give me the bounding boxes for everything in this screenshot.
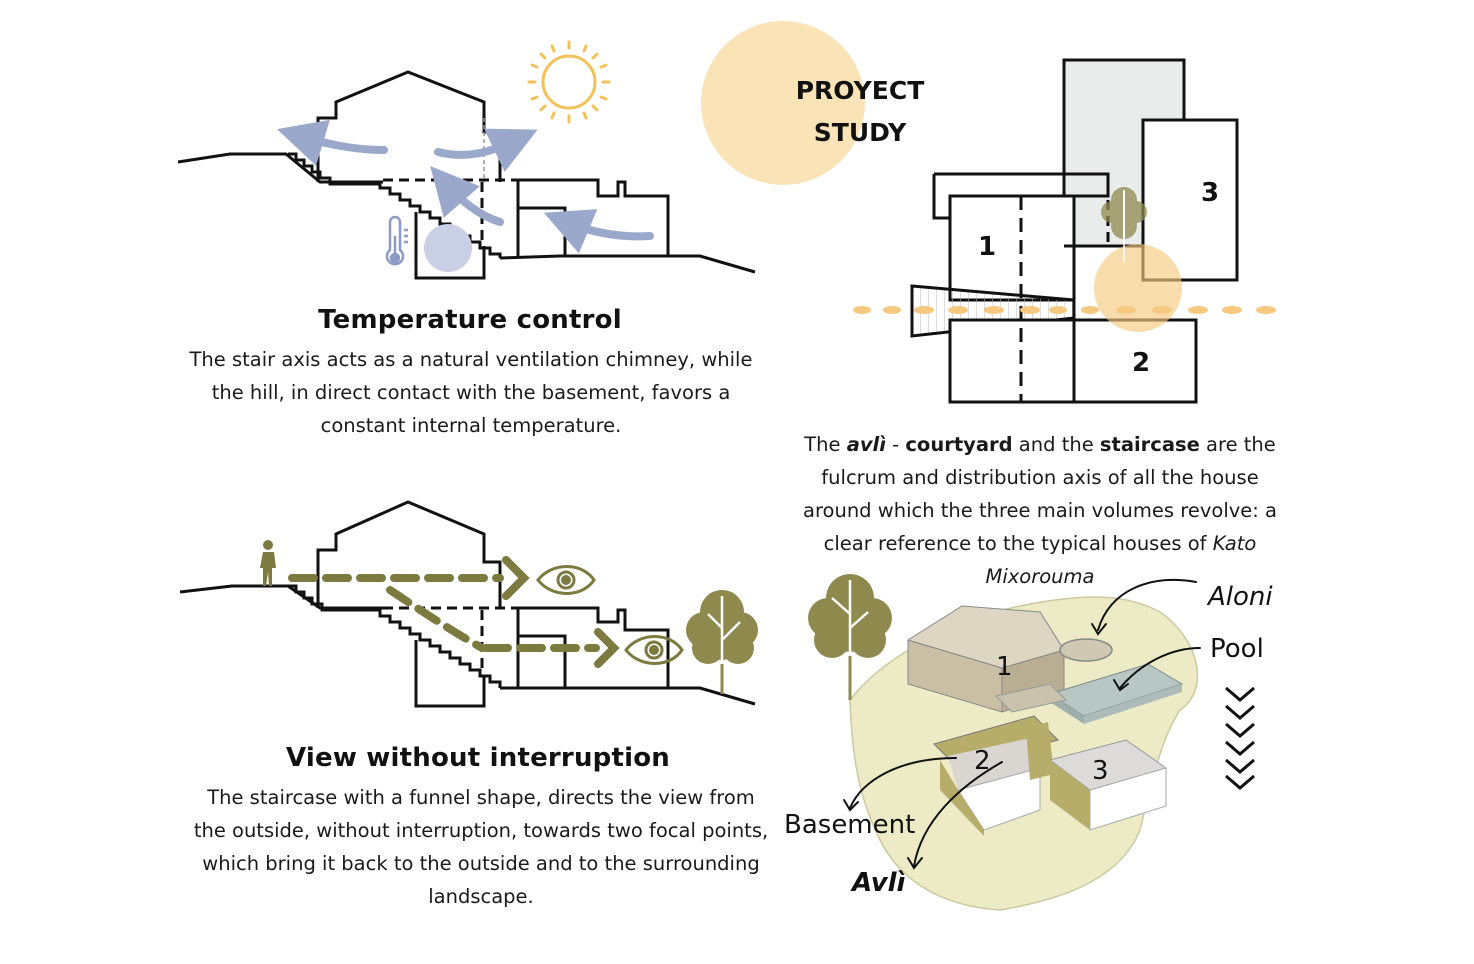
eye-icon bbox=[624, 635, 684, 665]
plan-label-3: 3 bbox=[1201, 178, 1220, 208]
basement-label: Basement bbox=[784, 810, 916, 840]
ventilation-arrows bbox=[277, 119, 654, 254]
plan-label-1: 1 bbox=[978, 232, 997, 262]
courtyard-kato: Kato Mixorouma bbox=[985, 532, 1257, 588]
volume-1 bbox=[948, 194, 1076, 302]
tree-icon bbox=[686, 590, 758, 694]
pool-label: Pool bbox=[1210, 634, 1264, 664]
courtyard-circle bbox=[1094, 244, 1182, 332]
plan-diagram bbox=[853, 58, 1276, 404]
axonometric-diagram bbox=[808, 574, 1255, 911]
aloni-platform bbox=[1059, 638, 1113, 662]
title-disc bbox=[701, 21, 865, 185]
person-icon bbox=[260, 540, 276, 586]
courtyard-text-2: - bbox=[885, 433, 906, 456]
slope-chevrons-icon bbox=[1225, 686, 1255, 790]
courtyard-text-3: and the bbox=[1012, 433, 1100, 456]
courtyard-avli: avlì bbox=[846, 433, 886, 456]
view-heading: View without interruption bbox=[286, 743, 670, 773]
page-title: PROYECT STUDY bbox=[770, 70, 950, 154]
plan-label-2: 2 bbox=[1132, 348, 1151, 378]
tree-icon bbox=[808, 574, 892, 700]
title-line-1: PROYECT bbox=[795, 76, 925, 105]
cool-basement-zone bbox=[424, 224, 472, 272]
axo-label-2: 2 bbox=[974, 746, 991, 776]
axo-label-3: 3 bbox=[1092, 756, 1109, 786]
courtyard-text-4: are the fulcrum and distribution axis of… bbox=[803, 433, 1277, 555]
section-view-drawing bbox=[179, 500, 756, 708]
axo-volume-3 bbox=[1026, 722, 1168, 831]
thermometer-icon bbox=[385, 215, 408, 266]
avli-label: Avlì bbox=[852, 868, 906, 898]
tree-icon bbox=[1101, 187, 1147, 262]
view-arrows bbox=[288, 556, 620, 668]
eye-icon bbox=[536, 565, 596, 595]
courtyard-description: The avlì - courtyard and the staircase a… bbox=[790, 428, 1290, 593]
aloni-label: Aloni bbox=[1208, 582, 1273, 612]
access-path bbox=[853, 306, 1276, 314]
courtyard-text-1: The bbox=[804, 433, 847, 456]
courtyard-staircase: staircase bbox=[1099, 433, 1200, 456]
temperature-body: The stair axis acts as a natural ventila… bbox=[189, 348, 753, 437]
view-body: The staircase with a funnel shape, direc… bbox=[193, 786, 769, 908]
axo-pool bbox=[1048, 663, 1184, 724]
label-arrows bbox=[843, 579, 1201, 870]
sun-icon bbox=[527, 40, 611, 124]
courtyard-courtyard: courtyard bbox=[905, 433, 1013, 456]
temperature-heading: Temperature control bbox=[318, 305, 622, 335]
title-line-2: STUDY bbox=[813, 118, 907, 147]
axo-label-1: 1 bbox=[996, 652, 1013, 682]
